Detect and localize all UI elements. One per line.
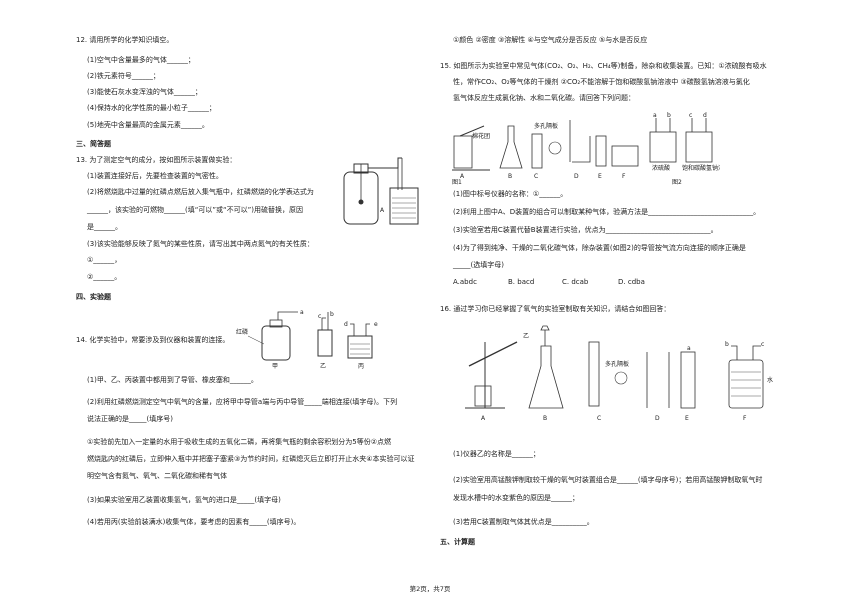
q12-title: 12. 请用所学的化学知识填空。 [76, 36, 174, 44]
fig-label: A [380, 207, 385, 214]
page-footer: 第2页，共7页 [409, 585, 451, 593]
q14-line: (4)若用丙(实验前装满水)收集气体，要考虑的因素有_____(填序号)。 [87, 518, 301, 526]
q14-line: ①实验前先加入一定量的水用于吸收生成的五氧化二磷，再将集气瓶的剩余容积划分为5等… [87, 438, 392, 446]
fig-label: C [534, 173, 538, 180]
fig-label: 饱和碳酸氢钠溶液 [682, 164, 720, 172]
q15-line: 氢气体反应生成氯化钠、水和二氧化碳。请回答下列问题： [453, 94, 635, 102]
q14-line: 燃烧匙内的红磷后，立即伸入瓶中并把塞子塞紧③为节约时间，红磷熄灭后立即打开止水夹… [87, 455, 415, 463]
q13-line: ______，该实验的可燃物______(填“可以”或“不可以”)用硫替换，原因 [87, 206, 303, 214]
q13-line: ②______。 [87, 273, 122, 281]
fig-label: a [687, 345, 691, 352]
q16-line: (2)实验室用高锰酸钾制取较干燥的氧气时装置组合是______(填字母序号)；若… [453, 476, 763, 484]
fig-label: A [481, 415, 486, 422]
q12-item: (2)铁元素符号______； [87, 72, 160, 80]
q13-line: (2)将燃烧匙中过量的红磷点燃后放入集气瓶中，红磷燃烧的化学表达式为 [87, 188, 314, 196]
q13-line: 13. 为了测定空气的成分，按如图所示装置做实验： [76, 156, 237, 164]
fig-label: 丙 [358, 363, 364, 370]
fig-label: d [703, 112, 707, 119]
fig-label: b [725, 341, 729, 348]
q15-answer: (2)利用上图中A、D装置的组合可以制取某种气体，验满方法是__________… [453, 208, 761, 216]
fig-label: 乙 [320, 363, 326, 370]
fig-label: b [330, 311, 334, 318]
q15-answer: (1)图中标号仪器的名称：①______。 [453, 190, 568, 198]
fig-label: e [374, 321, 378, 328]
fig-label: B [508, 173, 512, 180]
fig-label: d [344, 321, 348, 328]
q13-line: ①______， [87, 256, 122, 264]
fig-label: 图2 [672, 179, 682, 186]
fig-label: 棉花团 [472, 132, 490, 140]
gas-apparatus-figure-1-2: 棉花团 A B 多孔隔板 C D E F 图1 a b c [450, 112, 720, 186]
q15-answer: (3)实验室若用C装置代替B装置进行实验，优点为________________… [453, 226, 718, 234]
fig-label: 多孔隔板 [605, 360, 629, 368]
fig-label: c [318, 313, 321, 320]
air-measurement-apparatus: A [340, 150, 425, 230]
section-heading: 五、计算题 [440, 538, 475, 546]
fig-label: B [543, 415, 547, 422]
q14-line: 说法正确的是_____(填序号) [87, 415, 173, 423]
fig-label: F [743, 415, 747, 422]
choice-b: B. bacd [508, 278, 535, 286]
fig-label: F [622, 173, 626, 180]
q14-line: 明空气含有氮气、氧气、二氧化碳和稀有气体 [87, 472, 227, 480]
fig-label: D [655, 415, 660, 422]
q14-line: 14. 化学实验中，常要涉及到仪器和装置的连接。 [76, 336, 230, 344]
choice-d: D. cdba [618, 278, 645, 286]
q13-line: 是______。 [87, 223, 122, 231]
q15-answer: _____(选填字母) [453, 261, 504, 269]
q12-item: (5)地壳中含量最高的金属元素______。 [87, 121, 209, 129]
fig-label: c [689, 112, 692, 119]
q14-line: (3)如果实验室用乙装置收集氢气，氢气的进口是_____(填字母) [87, 496, 281, 504]
fig-label: 图1 [452, 179, 462, 186]
fig-label: 红磷 [236, 328, 248, 336]
fig-label: a [300, 310, 304, 316]
q15-line: 性，常作CO₂、O₂等气体的干燥剂 ②CO₂不能溶解于饱和碳酸氢钠溶液中 ③碳酸… [453, 78, 750, 86]
fig-label: D [574, 173, 579, 180]
section-heading: 四、实验题 [76, 293, 111, 301]
options-line: ①颜色 ②密度 ③溶解性 ④与空气成分是否反应 ⑤与水是否反应 [453, 36, 648, 44]
q13-line: (3)该实验能够反映了氮气的某些性质，请写出其中两点氮气的有关性质： [87, 240, 314, 248]
oxygen-apparatus-figure: 乙 A B 多孔隔板 C D a E b c 水 F [455, 322, 785, 426]
q14-line: (2)利用红磷燃烧测定空气中氧气的含量，应将甲中导管a端与丙中导管_____端相… [87, 398, 398, 406]
q16-line: 16. 通过学习你已经掌握了氧气的实验室制取有关知识，请结合如图回答： [440, 305, 671, 313]
fig-label: b [667, 112, 671, 119]
section-heading: 三、简答题 [76, 140, 111, 148]
q16-line: (3)若用C装置制取气体其优点是__________。 [453, 518, 594, 526]
fig-label: E [598, 173, 602, 180]
q15-answer: (4)为了得到纯净、干燥的二氧化碳气体，除杂装置(如图2)的导管按气流方向连接的… [453, 244, 746, 252]
q12-item: (3)能使石灰水变浑浊的气体______； [87, 88, 202, 96]
q15-line: 15. 如图所示为实验室中常见气体(CO₂、O₂、H₂、CH₄等)制备，除杂和收… [440, 62, 767, 70]
fig-label: E [685, 415, 689, 422]
fig-label: 多孔隔板 [534, 122, 558, 130]
fig-label: c [761, 341, 764, 348]
q16-line: 发现水槽中的水变紫色的原因是______； [453, 494, 579, 502]
choice-c: C. dcab [562, 278, 589, 286]
fig-label: C [597, 415, 601, 422]
fig-label: 水 [767, 376, 773, 384]
fig-label: 乙 [523, 333, 529, 340]
fig-label: a [653, 112, 657, 119]
fig-label: A [460, 173, 465, 180]
choice-a: A.abdc [453, 278, 477, 286]
q13-line: (1)装置连接好后，先要检查装置的气密性。 [87, 172, 223, 180]
q14-line: (1)甲、乙、丙装置中都用到了导管、橡皮塞和______。 [87, 376, 258, 384]
fig-label: 浓硫酸 [652, 164, 670, 172]
fig-label: 甲 [272, 363, 278, 370]
q12-item: (1)空气中含量最多的气体______； [87, 56, 195, 64]
q12-item: (4)保持水的化学性质的最小粒子______； [87, 104, 216, 112]
q16-line: (1)仪器乙的名称是______； [453, 450, 540, 458]
apparatus-jia-yi-bing: a 红磷 甲 b c 乙 d e 丙 [234, 310, 384, 370]
